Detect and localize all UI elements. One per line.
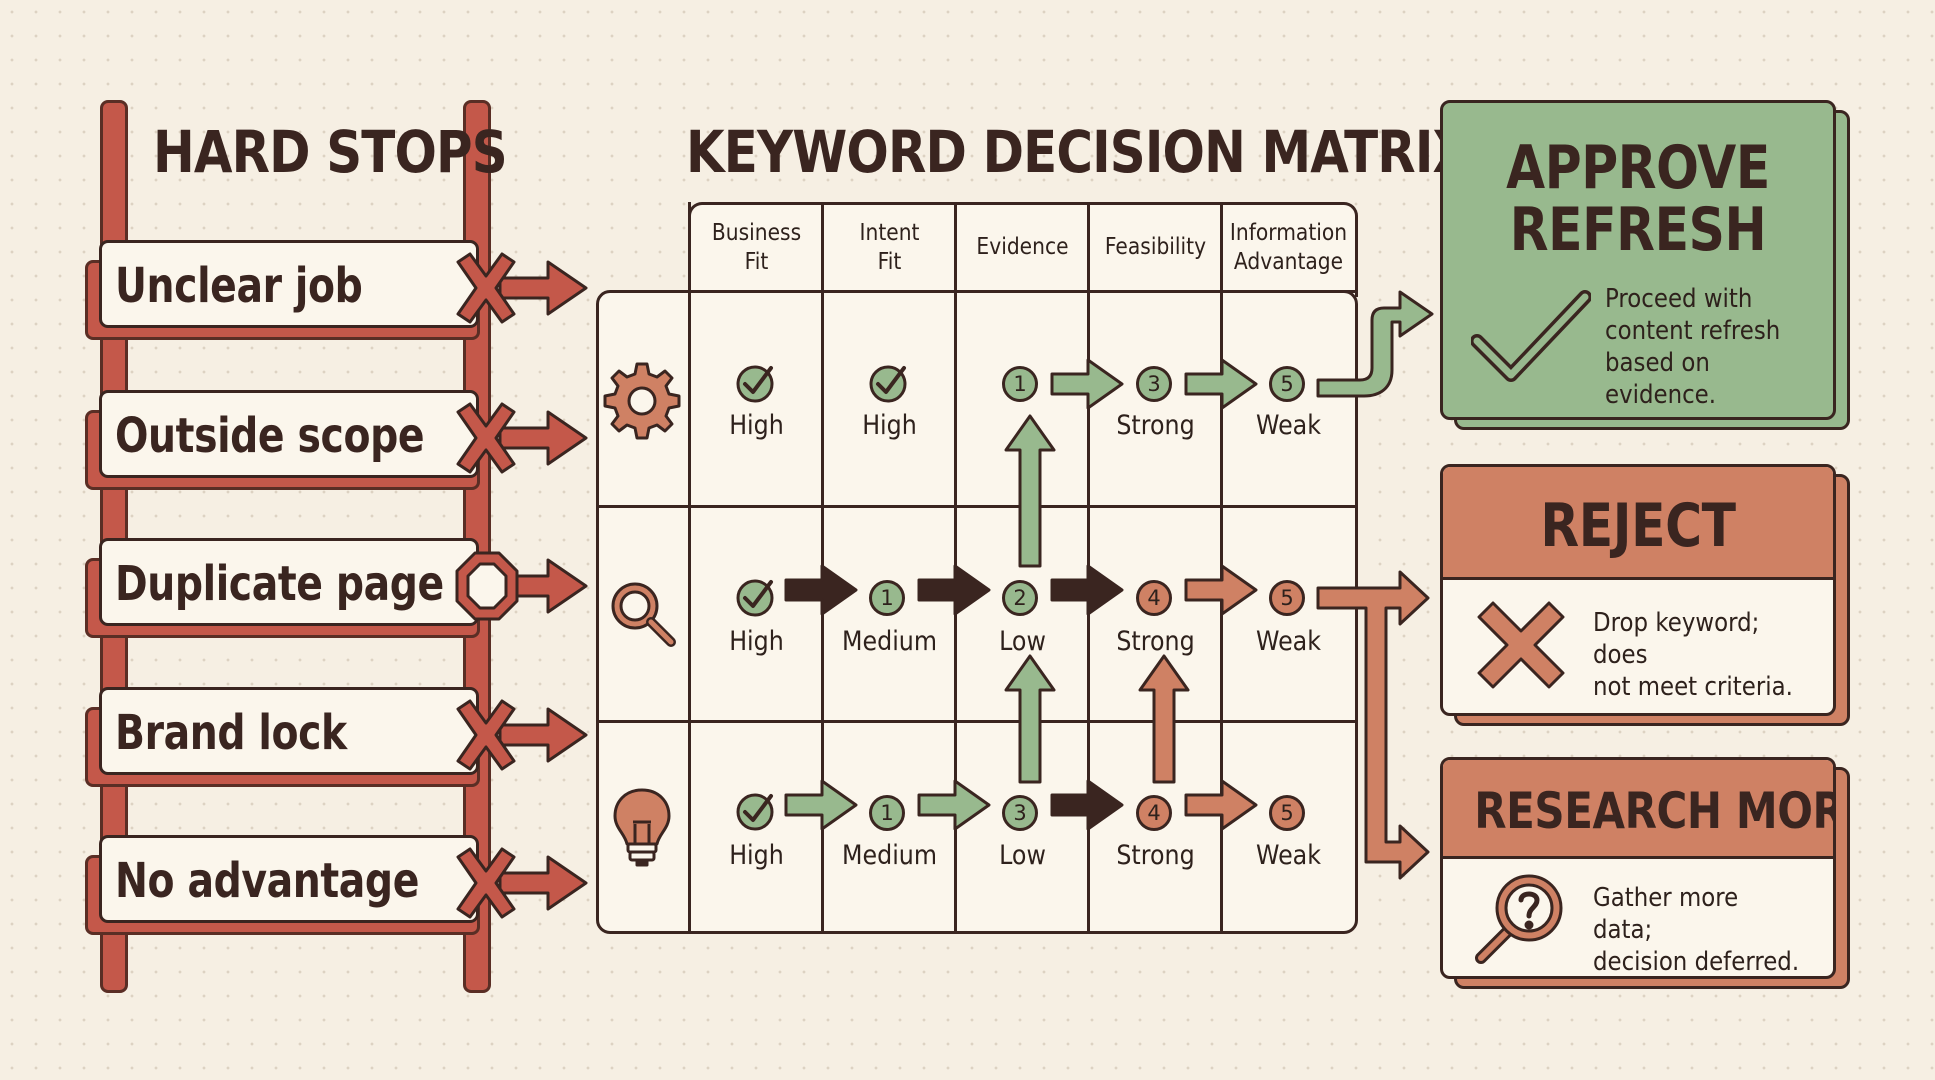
hard-stop-item: Brand lock: [85, 687, 495, 790]
cell-evidence: Low: [999, 840, 1046, 871]
flow-arrow-up: [1004, 414, 1056, 568]
cell-advantage: Weak: [1255, 410, 1322, 441]
step-badge: 4: [1136, 580, 1172, 616]
outcome-research-card: RESEARCH MORE Gather more data; decision…: [1440, 757, 1850, 989]
stop-arrow: [498, 410, 588, 466]
research-description: Gather more data; decision deferred.: [1593, 883, 1800, 977]
flow-arrow: [1050, 564, 1124, 616]
check-icon: [736, 793, 774, 831]
outcome-approve-card: APPROVE REFRESH Proceed with content ref…: [1440, 100, 1850, 430]
cell-business-fit: High: [729, 840, 784, 871]
col-header-feasibility: Feasibility: [1104, 234, 1207, 260]
step-badge: 5: [1269, 795, 1305, 831]
col-header-evidence: Evidence: [976, 234, 1069, 260]
hard-stop-item: Unclear job: [85, 240, 495, 343]
check-icon: [736, 579, 774, 617]
connector-to-reject: [1316, 570, 1430, 880]
step-badge: 5: [1269, 580, 1305, 616]
gear-icon: [603, 362, 681, 440]
connector-to-approve: [1316, 290, 1434, 398]
flow-arrow: [1184, 358, 1258, 410]
flow-arrow-up: [1004, 654, 1056, 784]
flow-arrow: [1184, 779, 1258, 831]
stop-arrow: [498, 855, 588, 911]
check-icon: [736, 365, 774, 403]
outcome-connectors: [1316, 290, 1434, 880]
step-badge: 3: [1136, 366, 1172, 402]
flow-arrow: [1050, 779, 1124, 831]
research-title: RESEARCH MORE: [1474, 782, 1836, 840]
flow-arrow: [1184, 564, 1258, 616]
cell-business-fit: High: [729, 626, 784, 657]
flow-arrow: [784, 779, 858, 831]
step-badge: 4: [1136, 795, 1172, 831]
question-magnifier-icon: [1475, 874, 1563, 964]
hard-stop-label: Unclear job: [115, 258, 363, 314]
checkmark-icon: [1471, 290, 1591, 382]
lightbulb-icon: [613, 788, 671, 867]
reject-description: Drop keyword; does not meet criteria.: [1593, 608, 1793, 702]
hard-stop-label: Brand lock: [115, 705, 347, 761]
flow-arrow: [917, 779, 991, 831]
x-icon: [456, 252, 516, 324]
hard-stop-item: Outside scope: [85, 390, 495, 493]
stop-arrow: [498, 707, 588, 763]
check-icon: [869, 365, 907, 403]
hard-stop-label: Duplicate page: [115, 556, 444, 612]
cell-intent-fit: Medium: [841, 840, 938, 871]
x-icon: [456, 402, 516, 474]
approve-title-line2: REFRESH: [1509, 195, 1767, 265]
hard-stop-item: No advantage: [85, 835, 495, 938]
cell-business-fit: High: [729, 410, 784, 441]
reject-title: REJECT: [1540, 491, 1736, 561]
flow-arrow: [784, 564, 858, 616]
x-icon: [456, 847, 516, 919]
outcome-reject-card: REJECT Drop keyword; does not meet crite…: [1440, 464, 1850, 726]
hard-stops-title: HARD STOPS: [153, 118, 508, 186]
cell-feasibility: Strong: [1116, 410, 1195, 441]
cell-intent-fit: High: [862, 410, 917, 441]
cell-advantage: Weak: [1255, 840, 1322, 871]
cell-advantage: Weak: [1255, 626, 1322, 657]
hard-stop-label: Outside scope: [115, 408, 425, 464]
stop-arrow: [498, 260, 588, 316]
flow-arrow: [1050, 358, 1124, 410]
approve-title-line1: APPROVE: [1506, 133, 1770, 203]
flow-arrow: [917, 564, 991, 616]
matrix-header-frame: [688, 202, 1358, 297]
step-badge: 5: [1269, 366, 1305, 402]
step-badge: 1: [869, 580, 905, 616]
x-icon: [1477, 601, 1565, 689]
cell-feasibility: Strong: [1116, 626, 1195, 657]
flow-arrow-up: [1138, 654, 1190, 784]
hard-stop-item: Duplicate page: [85, 538, 495, 641]
hard-stop-arrows: [455, 252, 588, 919]
cell-feasibility: Strong: [1116, 840, 1195, 871]
step-badge: 3: [1002, 795, 1038, 831]
x-icon: [456, 699, 516, 771]
cell-intent-fit: Medium: [841, 626, 938, 657]
approve-description: Proceed with content refresh based on ev…: [1605, 284, 1781, 410]
step-badge: 1: [1002, 366, 1038, 402]
matrix-title: KEYWORD DECISION MATRIX: [686, 118, 1471, 186]
magnifier-icon: [611, 582, 676, 647]
step-badge: 1: [869, 795, 905, 831]
hard-stop-label: No advantage: [115, 853, 419, 909]
matrix-flow-arrows: [784, 358, 1258, 831]
cell-evidence: Low: [999, 626, 1046, 657]
step-badge: 2: [1002, 580, 1038, 616]
